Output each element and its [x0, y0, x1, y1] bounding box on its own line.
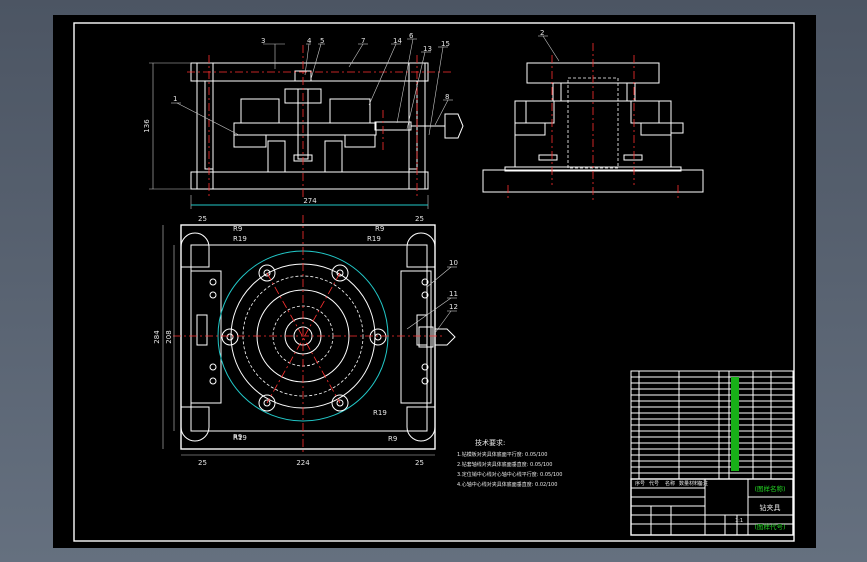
note-item: 3.定位销中心线对心轴中心线平行度: 0.05/100 [457, 471, 562, 478]
drawing-border [73, 22, 795, 542]
balloon-label: 5 [320, 37, 324, 45]
radius-label: R9 [233, 433, 242, 441]
scale-value: 1:1 [735, 518, 743, 524]
radius-label: R19 [233, 434, 247, 442]
drawing-canvas: 136 274 [73, 22, 795, 542]
balloons: 3 4 5 7 14 6 13 15 1 8 2 10 11 12 [173, 29, 544, 311]
leader-lines [171, 35, 560, 334]
balloon-label: 2 [540, 29, 544, 37]
width-dimension: 274 [303, 197, 317, 205]
balloon-label: 10 [449, 259, 458, 267]
plan-height-dimension: 284 [153, 330, 161, 344]
plan-view: 284 208 25 25 25 224 25 R9 R9 R19 R19 R1… [153, 215, 456, 467]
drawing-code-placeholder: (图样代号) [754, 522, 785, 531]
technical-notes: 技术要求: 1.钻模板对夹具体底面平行度: 0.05/100 2.钻套轴线对夹具… [457, 438, 562, 488]
margin-dimension-tl: 25 [198, 215, 207, 223]
radius-label: R9 [388, 435, 397, 443]
radius-label: R19 [367, 235, 381, 243]
balloon-label: 7 [361, 37, 365, 45]
balloon-label: 3 [261, 37, 265, 45]
radius-label: R19 [373, 409, 387, 417]
note-item: 2.钻套轴线对夹具体底面垂直度: 0.05/100 [457, 461, 552, 468]
margin-dimension-bl: 25 [198, 459, 207, 467]
title-block-header: 代号 [649, 480, 659, 487]
note-item: 4.心轴中心线对夹具体底面垂直度: 0.02/100 [457, 481, 557, 488]
plan-width-dimension: 224 [296, 459, 310, 467]
balloon-label: 15 [441, 40, 450, 48]
title-block-header: 名称 [665, 480, 675, 487]
margin-dimension-br: 25 [415, 459, 424, 467]
balloon-label: 1 [173, 95, 177, 103]
title-block-header: 备注 [698, 480, 708, 487]
balloon-label: 13 [423, 45, 432, 53]
notes-title: 技术要求: [475, 438, 505, 447]
side-view [482, 43, 704, 200]
radius-label: R9 [233, 225, 242, 233]
balloon-label: 4 [307, 37, 312, 45]
balloon-label: 14 [393, 37, 402, 45]
height-dimension: 136 [143, 119, 151, 133]
title-block: 序号 代号 名称 数量 材料 备注 (图样名称) 钻夹具 (图样代号) 1:1 [630, 370, 794, 536]
title-block-header: 序号 [635, 480, 645, 487]
front-section-view: 136 274 [143, 45, 464, 209]
title-block-header: 材料 [689, 480, 699, 487]
radius-label: R9 [375, 225, 384, 233]
drawing-name-placeholder: (图样名称) [754, 484, 785, 493]
margin-dimension-tr: 25 [415, 215, 424, 223]
plan-inner-dimension: 208 [165, 330, 173, 343]
balloon-label: 12 [449, 303, 458, 311]
balloon-label: 8 [445, 93, 449, 101]
balloon-label: 6 [409, 32, 414, 40]
balloon-label: 11 [449, 290, 458, 298]
drawing-name: 钻夹具 [760, 503, 781, 512]
drawing-sheet: 136 274 [53, 15, 816, 548]
note-item: 1.钻模板对夹具体底面平行度: 0.05/100 [457, 451, 547, 458]
title-block-header: 数量 [679, 480, 689, 487]
radius-label: R19 [233, 235, 247, 243]
